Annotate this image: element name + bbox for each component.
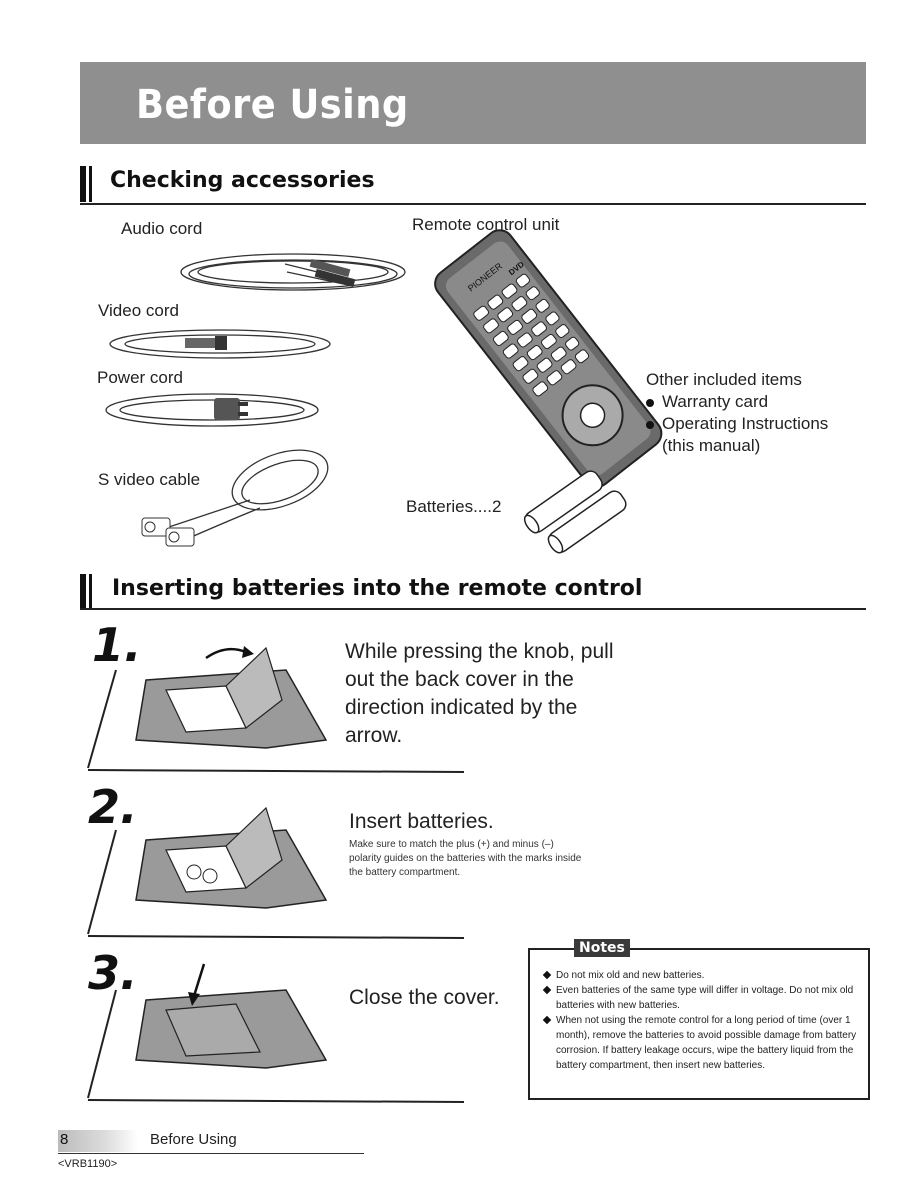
section-marker — [80, 574, 86, 610]
diamond-bullet-icon — [542, 985, 552, 995]
step-2-number: 2. — [88, 780, 138, 834]
remote-control-label: Remote control unit — [412, 215, 560, 234]
page-number: 8 — [60, 1131, 69, 1148]
bullet-icon — [646, 420, 654, 429]
section-marker — [80, 166, 86, 202]
s-video-cable-label: S video cable — [98, 470, 201, 489]
diamond-bullet-icon — [542, 970, 552, 980]
other-items-title: Other included items — [646, 370, 802, 389]
step-2-title: Insert batteries. — [349, 810, 494, 833]
step-3-illustration — [87, 963, 465, 1103]
step-1-text: While pressing the knob, pull out the ba… — [345, 640, 614, 747]
step-2-illustration — [87, 806, 465, 939]
audio-cord-label: Audio cord — [121, 219, 203, 238]
section-rule — [80, 203, 866, 205]
document-code: <VRB1190> — [58, 1158, 118, 1170]
remote-control-illustration: PIONEER DVD — [434, 229, 663, 488]
step-3-title: Close the cover. — [349, 986, 500, 1009]
section-rule — [80, 608, 866, 610]
audio-cord-illustration — [180, 253, 406, 291]
note-item: When not using the remote control for a … — [540, 1013, 858, 1073]
video-cord-illustration — [109, 329, 331, 359]
header-banner — [80, 62, 866, 144]
batteries-label: Batteries....2 — [406, 497, 502, 516]
footer-rule — [58, 1153, 364, 1154]
step-2-detail: Make sure to match the plus (+) and minu… — [349, 839, 582, 878]
notes-box — [528, 948, 870, 1100]
video-cord-label: Video cord — [98, 301, 179, 320]
power-cord-label: Power cord — [97, 368, 183, 387]
batteries-heading: Inserting batteries into the remote cont… — [112, 576, 643, 601]
notes-tag: Notes — [574, 939, 630, 957]
step-3-number: 3. — [88, 946, 138, 1000]
bullet-icon — [646, 398, 654, 407]
accessories-heading: Checking accessories — [110, 168, 375, 193]
footer-section-label: Before Using — [150, 1131, 237, 1148]
other-item: Warranty card — [646, 391, 828, 413]
other-items: Other included items Warranty card Opera… — [646, 369, 828, 457]
page-title: Before Using — [136, 82, 409, 128]
batteries-illustration — [523, 470, 627, 554]
section-marker-thin — [89, 574, 92, 610]
notes-list: Do not mix old and new batteries. Even b… — [540, 968, 858, 1073]
other-item: Operating Instructions — [646, 413, 828, 435]
power-cord-illustration — [105, 393, 319, 427]
page-number-tab — [58, 1130, 138, 1152]
step-1-illustration — [87, 646, 465, 773]
other-item-continued: (this manual) — [662, 436, 761, 455]
step-1-number: 1. — [92, 618, 142, 672]
note-item: Do not mix old and new batteries. — [540, 968, 858, 983]
s-video-cable-illustration — [141, 449, 329, 547]
note-item: Even batteries of the same type will dif… — [540, 983, 858, 1013]
diamond-bullet-icon — [542, 1015, 552, 1025]
section-marker-thin — [89, 166, 92, 202]
